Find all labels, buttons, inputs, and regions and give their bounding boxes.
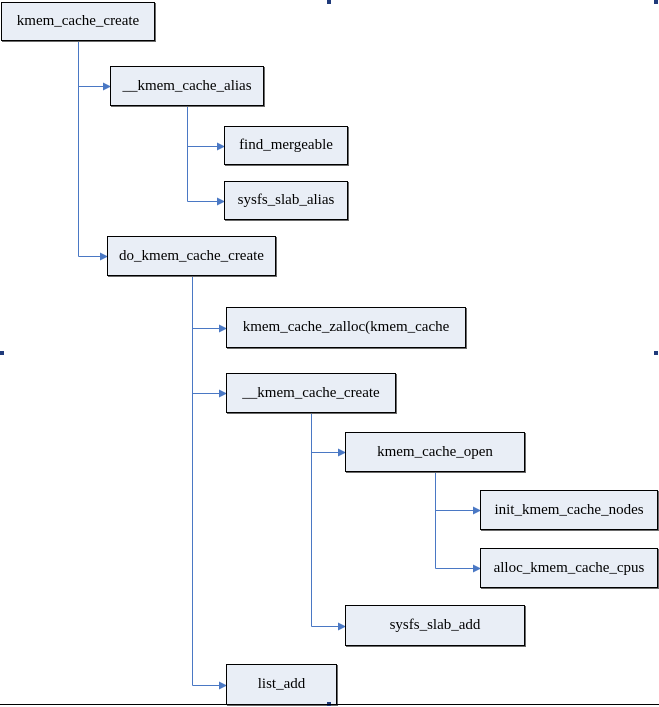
node-internal-kmem-cache-create: __kmem_cache_create: [226, 373, 396, 413]
node-alloc-kmem-cache-cpus: alloc_kmem_cache_cpus: [480, 548, 658, 588]
selection-handle-right[interactable]: [654, 351, 658, 355]
node-find-mergeable: find_mergeable: [224, 126, 348, 165]
selection-handle-top-right[interactable]: [654, 0, 658, 4]
node-do-kmem-cache-create: do_kmem_cache_create: [107, 236, 276, 276]
node-kmem-cache-create: kmem_cache_create: [1, 2, 155, 41]
selection-handle-left[interactable]: [0, 351, 4, 355]
node-init-kmem-cache-nodes: init_kmem_cache_nodes: [480, 490, 658, 530]
node-sysfs-slab-add: sysfs_slab_add: [345, 605, 525, 646]
node-sysfs-slab-alias: sysfs_slab_alias: [224, 181, 348, 220]
node-kmem-cache-open: kmem_cache_open: [345, 432, 525, 472]
node-kmem-cache-zalloc: kmem_cache_zalloc(kmem_cache: [226, 307, 466, 348]
node-list-add: list_add: [226, 664, 337, 705]
node-kmem-cache-alias: __kmem_cache_alias: [110, 66, 264, 106]
selection-handle-top[interactable]: [327, 0, 331, 4]
bottom-border-line: [0, 704, 659, 705]
